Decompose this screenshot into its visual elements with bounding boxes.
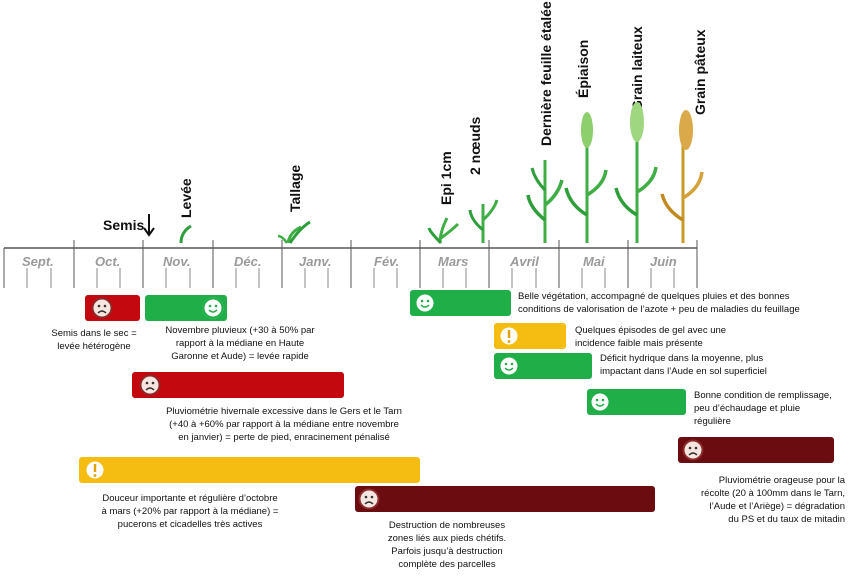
sad-face-icon <box>682 439 704 461</box>
sad-face-icon <box>91 297 113 319</box>
desc-orageuse: Pluviométrie orageuse pour la récolte (2… <box>701 475 845 525</box>
month-label-mai: Mai <box>583 254 605 269</box>
pateux-plant-icon <box>660 110 704 243</box>
month-label-janv: Janv. <box>299 254 332 269</box>
happy-face-icon <box>589 391 611 413</box>
sad-face-icon <box>358 488 380 510</box>
month-label-sept: Sept. <box>22 254 54 269</box>
desc-semis-sec: Semis dans le sec = levée hétérogène <box>51 328 137 352</box>
warning-face-icon <box>84 459 106 481</box>
month-label-nov: Nov. <box>163 254 191 269</box>
warning-face-icon <box>498 325 520 347</box>
month-label-juin: Juin <box>650 254 677 269</box>
desc-remplissage: Bonne condition de remplissage, peu d’éc… <box>694 390 832 427</box>
month-label-avril: Avril <box>510 254 539 269</box>
bar-douceur <box>79 457 420 483</box>
epi-plant-icon <box>427 217 460 245</box>
bar-pluvio-hiver <box>132 372 344 398</box>
happy-face-icon <box>414 292 436 314</box>
desc-belle-vegetation: Belle végétation, accompagné de quelques… <box>518 291 800 315</box>
desc-douceur: Douceur importante et régulière d’octobr… <box>101 493 279 530</box>
plant-illustrations <box>179 102 704 245</box>
sad-face-icon <box>139 374 161 396</box>
bar-orageuse <box>678 437 834 463</box>
bar-destruction <box>355 486 655 512</box>
desc-deficit: Déficit hydrique dans la moyenne, plus i… <box>600 353 767 377</box>
desc-pluvio-hiver: Pluviométrie hivernale excessive dans le… <box>166 406 402 443</box>
month-label-oct: Oct. <box>95 254 121 269</box>
desc-gel: Quelques épisodes de gel avec une incide… <box>575 325 727 349</box>
noeuds-plant-icon <box>468 199 499 243</box>
tallage-plant-icon <box>277 220 311 244</box>
levee-sprout-icon <box>179 224 192 244</box>
month-label-fev: Fév. <box>374 254 400 269</box>
timeline-axis <box>3 240 698 288</box>
derniere-feuille-plant-icon <box>526 160 564 243</box>
happy-face-icon <box>498 355 520 377</box>
stage-label-semis: Semis <box>103 217 145 233</box>
semis-arrow-icon <box>143 214 155 237</box>
laiteux-plant-icon <box>614 102 658 243</box>
desc-novembre: Novembre pluvieux (+30 à 50% par rapport… <box>165 325 315 362</box>
month-label-dec: Déc. <box>234 254 262 269</box>
epiaison-plant-icon <box>564 112 608 243</box>
happy-face-icon <box>202 297 224 319</box>
month-label-mars: Mars <box>438 254 469 269</box>
desc-destruction: Destruction de nombreuses zones liés aux… <box>387 520 507 570</box>
